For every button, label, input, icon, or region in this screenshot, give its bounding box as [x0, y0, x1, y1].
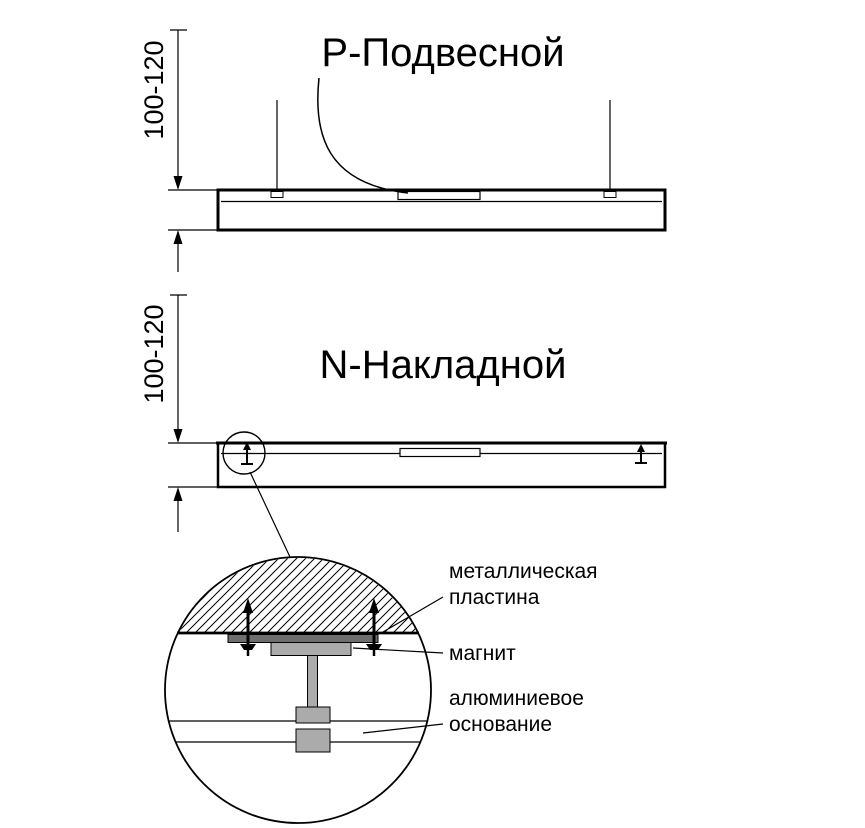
- label-aluminum-base-line2: основание: [449, 713, 552, 736]
- wire-fitting-right: [603, 191, 617, 198]
- leader-aluminum-base: [362, 723, 444, 734]
- screw-head: [240, 644, 256, 650]
- pendant-dimension-arrow-up: [173, 230, 183, 244]
- label-metal-plate-line2: пластина: [449, 586, 540, 609]
- detail-screw-left: [240, 598, 256, 656]
- screw-tip-icon: [243, 598, 253, 613]
- surface-title: N-Накладной: [320, 343, 567, 387]
- surface-dimension-arrow-up: [173, 487, 183, 501]
- label-metal-plate-line1: металлическая: [449, 560, 598, 583]
- pendant-view: Р-Подвесной 100-120: [139, 29, 667, 272]
- pendant-leader-curve: [317, 77, 409, 194]
- detail-marker-circle: [222, 431, 266, 475]
- label-aluminum-base-line1: алюминиевое: [449, 687, 584, 710]
- base-block-lower: [295, 728, 331, 753]
- magnet-block: [270, 642, 352, 656]
- surface-screw-right: [635, 444, 647, 464]
- detail-view: металлическая пластина магнит алюминиево…: [164, 556, 598, 824]
- pendant-title: Р-Подвесной: [321, 31, 564, 75]
- detail-marker-screw: [241, 442, 253, 465]
- ceiling-hatch: [166, 558, 430, 633]
- metal-plate: [227, 634, 379, 643]
- wire-fitting-left: [270, 191, 284, 198]
- screw-tip-icon: [243, 442, 251, 450]
- screw-tip-icon: [637, 444, 645, 452]
- leader-metal-plate: [382, 596, 444, 633]
- pendant-dimension-arrow-down: [173, 176, 183, 190]
- surface-dimension-arrow-down: [173, 429, 183, 443]
- screw-tip-icon: [369, 598, 379, 613]
- surface-view: N-Накладной 100-120: [139, 294, 667, 558]
- pendant-dimension-label: 100-120: [139, 40, 169, 139]
- surface-panel-connector-box: [399, 447, 481, 458]
- magnet-stem: [307, 655, 318, 711]
- label-magnet: магнит: [449, 642, 516, 665]
- detail-connector-line: [249, 471, 291, 558]
- leader-magnet: [352, 647, 444, 654]
- surface-dimension-label: 100-120: [139, 304, 169, 403]
- surface-panel-body: [216, 441, 667, 489]
- pendant-panel-connector-box: [397, 190, 481, 201]
- base-block-upper: [295, 706, 331, 724]
